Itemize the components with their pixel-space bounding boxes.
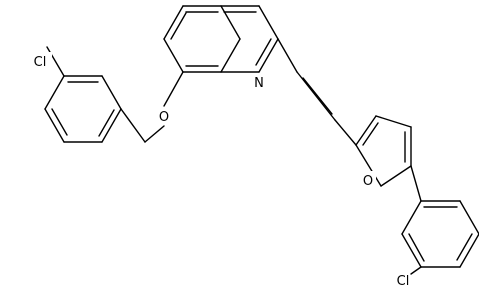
atom-label-oxygen-ether: O — [157, 107, 172, 125]
svg-text:O: O — [159, 110, 169, 125]
atom-label-nitrogen: N — [252, 73, 267, 91]
quinoline-pyridine-ring — [220, 5, 279, 73]
vinyl-linker — [277, 38, 357, 146]
svg-text:Cl: Cl — [397, 274, 410, 289]
furan-ring — [355, 115, 412, 187]
atom-label-oxygen-furan: O — [361, 171, 376, 189]
svg-text:N: N — [254, 76, 264, 91]
quinoline-benzo-ring — [163, 5, 241, 73]
svg-text:O: O — [363, 174, 373, 189]
atom-label-cl-right: Cl — [391, 271, 415, 289]
svg-text:Cl: Cl — [34, 55, 47, 70]
chlorophenyl-ring-right — [401, 200, 479, 268]
benzyl-linker — [120, 108, 165, 143]
c8-oxygen-bond — [163, 71, 184, 107]
atom-label-cl-left: Cl — [28, 52, 52, 70]
chlorophenyl-ring-left — [44, 46, 122, 143]
furan-phenyl-bond — [410, 165, 422, 202]
aryl-cl-bond — [410, 266, 422, 275]
